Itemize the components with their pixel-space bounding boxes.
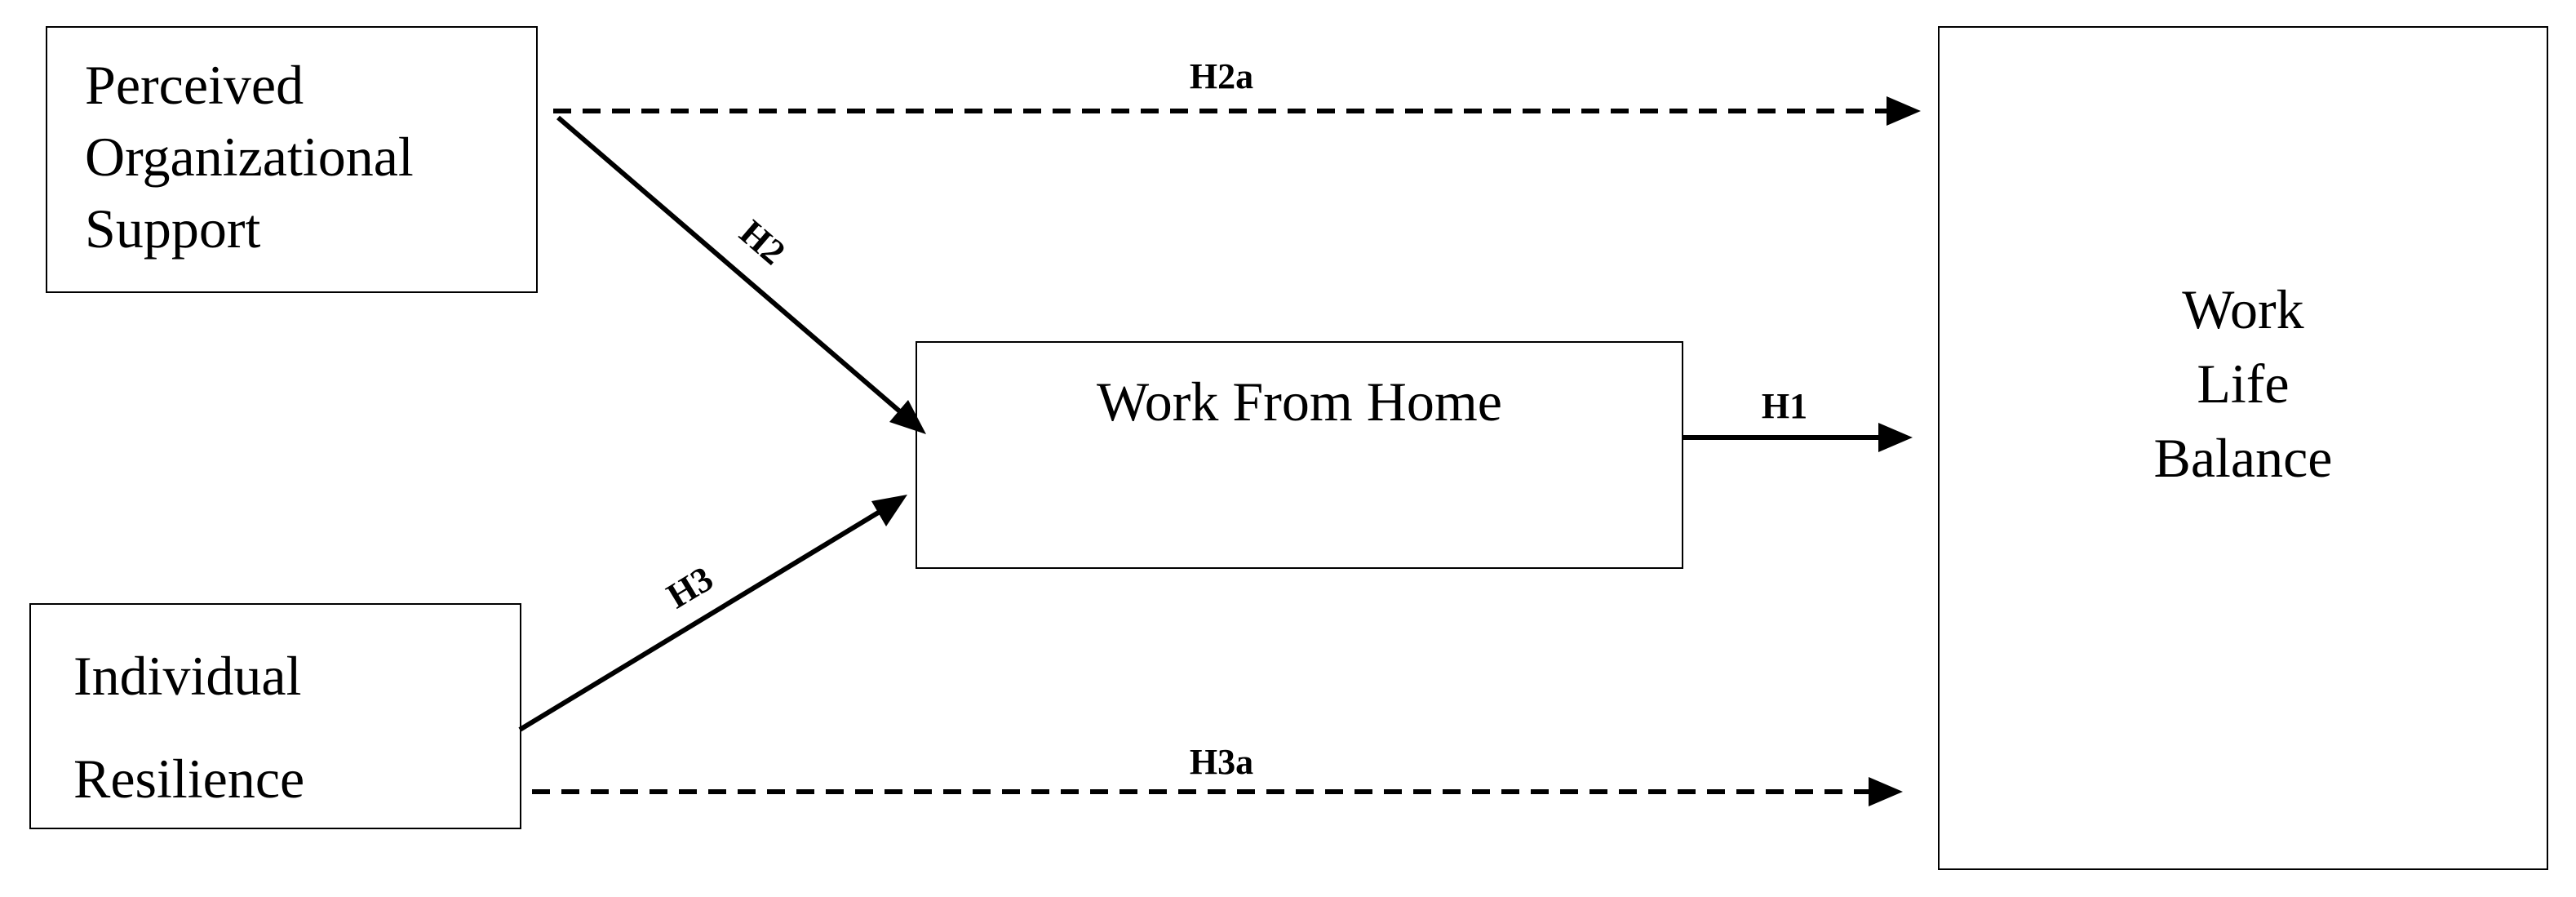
perceived-organizational-support-line-2: Organizational [85, 126, 414, 188]
arrow-h2-head [889, 400, 926, 434]
individual-resilience-line-2: Resilience [73, 748, 305, 810]
perceived-organizational-support-box: Perceived Organizational Support [46, 26, 538, 293]
arrow-h1-label: H1 [1762, 386, 1807, 426]
work-life-balance-label: Work Life Balance [1940, 273, 2547, 495]
arrow-h2-label: H2 [732, 212, 793, 273]
arrow-h3-line [518, 509, 881, 732]
work-from-home-label: Work From Home [917, 366, 1682, 437]
arrow-h3-head [871, 495, 907, 526]
work-from-home-box: Work From Home [916, 341, 1683, 569]
work-from-home-line-1: Work From Home [1097, 371, 1502, 433]
work-life-balance-line-3: Balance [2153, 427, 2333, 489]
individual-resilience-box: Individual Resilience [29, 603, 521, 829]
arrow-h3a-head [1869, 777, 1903, 806]
perceived-organizational-support-line-1: Perceived [85, 54, 304, 116]
arrow-h3a-label: H3a [1190, 742, 1253, 782]
work-life-balance-box: Work Life Balance [1938, 26, 2548, 870]
arrow-h1-head [1878, 423, 1913, 452]
individual-resilience-label: Individual Resilience [73, 624, 304, 830]
work-life-balance-line-1: Work [2182, 278, 2304, 340]
work-life-balance-line-2: Life [2197, 353, 2290, 415]
individual-resilience-line-1: Individual [73, 645, 302, 707]
arrow-h2a-label: H2a [1190, 56, 1253, 96]
perceived-organizational-support-label: Perceived Organizational Support [85, 49, 414, 264]
arrow-h2-line [556, 115, 903, 415]
arrow-h2a-head [1887, 96, 1921, 126]
perceived-organizational-support-line-3: Support [85, 198, 261, 260]
arrow-h3-label: H3 [660, 558, 720, 616]
